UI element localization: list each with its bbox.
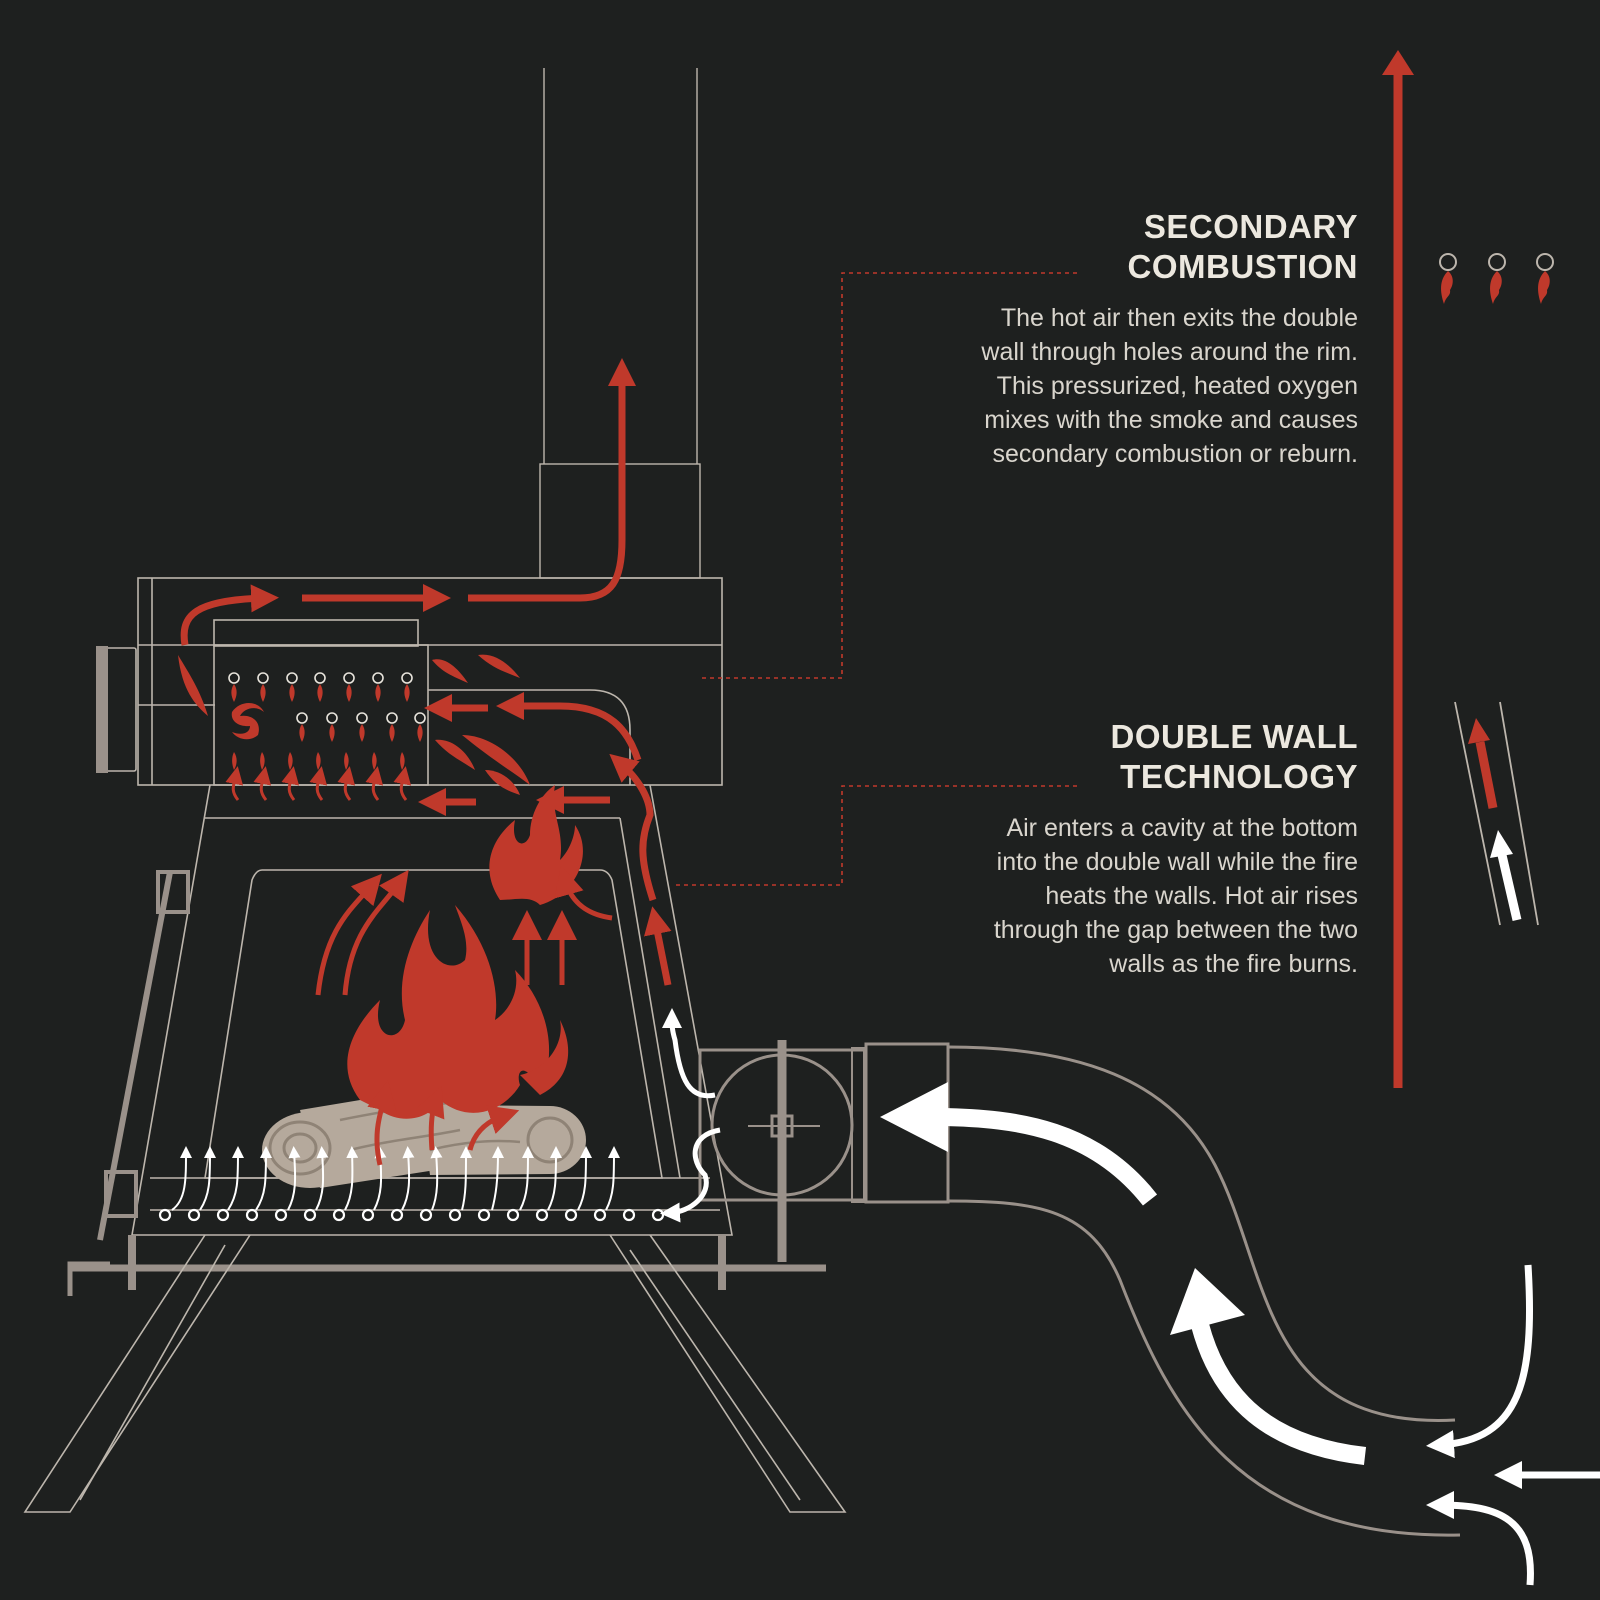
- double-wall-body: Air enters a cavity at the bottom into t…: [898, 811, 1358, 981]
- cold-air-arrowhead: [880, 1082, 1245, 1335]
- fire-icon: [347, 785, 583, 1119]
- body-line: The hot air then exits the double: [1000, 304, 1358, 332]
- vertical-heat-arrow: [1382, 50, 1414, 1088]
- body-line: This pressurized, heated oxygen: [996, 372, 1358, 400]
- title-line: SECONDARY: [1143, 208, 1358, 245]
- body-line: wall through holes around the rim.: [981, 338, 1358, 366]
- callout-double-wall-technology: DOUBLE WALL TECHNOLOGY Air enters a cavi…: [898, 717, 1358, 981]
- secondary-combustion-title: SECONDARY COMBUSTION: [898, 207, 1358, 287]
- flame-jets-icon: [1439, 253, 1554, 304]
- hot-air-arrow: [315, 865, 613, 1166]
- body-line: through the gap between the two: [993, 916, 1358, 944]
- title-line: DOUBLE WALL: [1110, 718, 1358, 755]
- cold-air-arrow: [660, 1008, 721, 1223]
- logs-icon: [262, 1080, 586, 1188]
- body-line: walls as the fire burns.: [1109, 950, 1358, 978]
- callout-leader-lines: [672, 272, 1077, 886]
- double-wall-airflow-icon: [1454, 701, 1539, 926]
- body-line: Air enters a cavity at the bottom: [1006, 814, 1358, 842]
- secondary-combustion-body: The hot air then exits the double wall t…: [898, 301, 1358, 471]
- title-line: COMBUSTION: [1127, 248, 1358, 285]
- stove-outline: [23, 577, 847, 1513]
- hot-air-arrow: [180, 358, 672, 986]
- body-line: secondary combustion or reburn.: [992, 440, 1358, 468]
- body-line: into the double wall while the fire: [996, 848, 1358, 876]
- cold-air-arrow: [939, 1108, 1367, 1465]
- air-intake-pipe: [698, 1040, 1461, 1537]
- cold-air-arrow: [1426, 1264, 1600, 1586]
- double-wall-title: DOUBLE WALL TECHNOLOGY: [898, 717, 1358, 797]
- flame-jets-small: [232, 752, 405, 770]
- body-line: mixes with the smoke and causes: [984, 406, 1358, 434]
- hot-air-swirl: [178, 654, 530, 795]
- callout-secondary-combustion: SECONDARY COMBUSTION The hot air then ex…: [898, 207, 1358, 471]
- grate-air-holes: [158, 1208, 665, 1222]
- title-line: TECHNOLOGY: [1120, 758, 1358, 795]
- body-line: heats the walls. Hot air rises: [1045, 882, 1358, 910]
- hot-air-arrow: [225, 766, 412, 801]
